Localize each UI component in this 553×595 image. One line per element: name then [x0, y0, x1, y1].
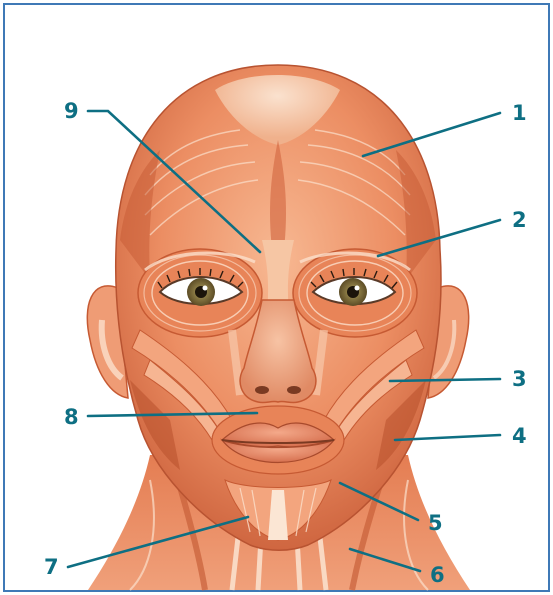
label-5: 5 [428, 511, 443, 535]
label-1: 1 [512, 101, 527, 125]
right-eye-region [293, 249, 417, 337]
label-9: 9 [64, 99, 79, 123]
label-3: 3 [512, 367, 527, 391]
label-4: 4 [512, 424, 527, 448]
label-7: 7 [44, 555, 59, 579]
mouth [212, 406, 344, 474]
label-8: 8 [64, 405, 79, 429]
left-eye-region [138, 249, 262, 337]
label-6: 6 [430, 563, 445, 587]
label-2: 2 [512, 208, 527, 232]
